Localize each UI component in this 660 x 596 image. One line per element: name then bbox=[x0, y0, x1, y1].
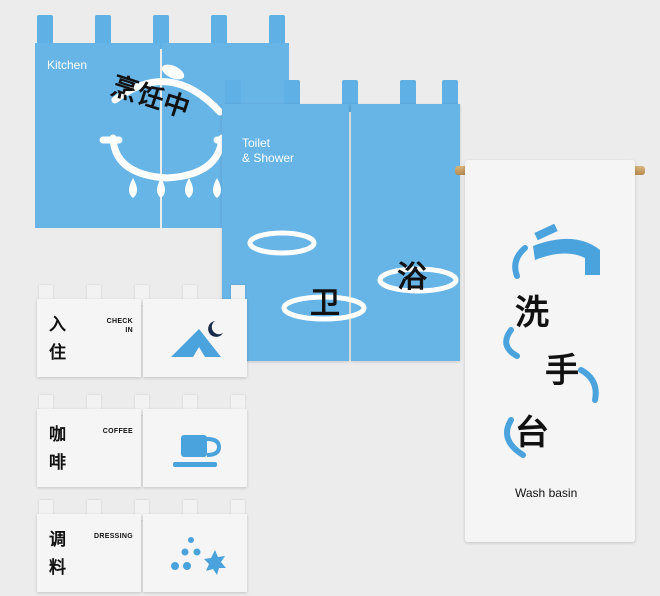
toilet-char-right: 浴 bbox=[397, 260, 427, 295]
banner-left-panel bbox=[37, 514, 141, 592]
banner-cn-1: 调 bbox=[49, 530, 66, 550]
banner-cn-1: 咖 bbox=[49, 425, 66, 445]
banner-cn-2: 住 bbox=[49, 343, 66, 363]
wash-basin-scroll: 洗 手 台 Wash basin bbox=[455, 160, 645, 545]
small-banner-coffee: 咖 啡 COFFEE bbox=[37, 395, 247, 488]
hanging-tab bbox=[37, 15, 53, 49]
toilet-right-panel bbox=[351, 104, 460, 361]
wave-decoration-icon bbox=[503, 327, 599, 458]
hanging-tab bbox=[269, 15, 285, 49]
small-banner-check-in: 入 住 CHECK IN bbox=[37, 285, 247, 378]
banner-cn-2: 啡 bbox=[49, 453, 66, 473]
wash-char-3: 台 bbox=[515, 413, 549, 453]
banner-en-line1: DRESSING bbox=[94, 533, 133, 540]
tent-moon-icon bbox=[171, 321, 223, 357]
toilet-noren: Toilet & Shower 卫 浴 bbox=[222, 80, 460, 362]
banner-cn-2: 料 bbox=[49, 558, 66, 578]
banner-en-line2: IN bbox=[125, 327, 133, 334]
pot-icon bbox=[99, 64, 237, 198]
small-banner-dressing: 调 料 DRESSING bbox=[37, 500, 247, 593]
faucet-icon bbox=[512, 223, 600, 279]
hanging-tab bbox=[95, 15, 111, 49]
banner-en-line1: COFFEE bbox=[102, 428, 133, 435]
scroll-panel bbox=[465, 160, 635, 542]
banner-left-panel bbox=[37, 299, 141, 377]
banner-en-line1: CHECK bbox=[106, 318, 133, 325]
kitchen-left-panel bbox=[35, 43, 160, 228]
water-ripple-icon bbox=[247, 230, 459, 322]
toilet-label-line1: Toilet bbox=[242, 136, 271, 150]
kitchen-label: Kitchen bbox=[47, 58, 88, 72]
hanging-tab bbox=[211, 15, 227, 49]
wash-basin-label: Wash basin bbox=[515, 486, 578, 500]
banner-cn-1: 入 bbox=[49, 315, 66, 335]
toilet-label-line2: & Shower bbox=[242, 151, 295, 165]
banner-left-panel bbox=[37, 409, 141, 487]
wash-char-2: 手 bbox=[545, 351, 579, 391]
hanging-tab bbox=[153, 15, 169, 49]
coffee-cup-icon bbox=[173, 435, 222, 467]
seasoning-icon bbox=[171, 537, 226, 575]
wash-char-1: 洗 bbox=[515, 293, 549, 333]
toilet-char-left: 卫 bbox=[310, 286, 340, 321]
